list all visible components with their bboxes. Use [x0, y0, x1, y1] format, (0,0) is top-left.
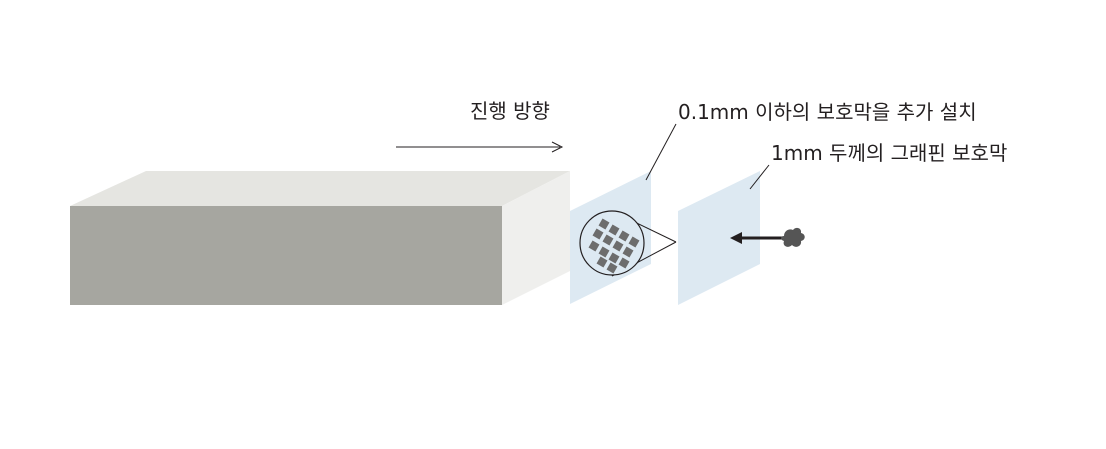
graphene-film-label: 1mm 두께의 그래핀 보호막 — [771, 141, 1007, 165]
graphene-chip — [602, 234, 614, 246]
direction-label: 진행 방향 — [470, 99, 550, 123]
thin-film-leader-line — [645, 123, 677, 181]
block-top-face — [70, 171, 570, 206]
graphene-chip-cluster — [588, 218, 640, 274]
graphene-chip — [588, 240, 600, 252]
graphene-chip — [608, 252, 620, 264]
magnifier-circle — [579, 210, 645, 276]
block — [70, 171, 570, 305]
graphene-chip — [598, 246, 610, 258]
incoming-debris — [730, 227, 805, 247]
direction-arrow — [396, 141, 564, 153]
graphene-protective-film — [678, 171, 760, 305]
graphene-chip — [618, 230, 630, 242]
graphene-chip — [596, 256, 608, 268]
block-front-face — [70, 206, 502, 305]
graphene-chip — [628, 236, 640, 248]
graphene-chip — [622, 246, 634, 258]
graphene-chip — [608, 224, 620, 236]
graphene-chip — [606, 262, 618, 274]
graphene-chip — [618, 257, 630, 269]
graphene-chip — [598, 218, 610, 230]
thin-film-label: 0.1mm 이하의 보호막을 추가 설치 — [678, 100, 977, 124]
magnifier — [579, 210, 677, 277]
graphene-chip — [592, 228, 604, 240]
graphene-chip — [612, 240, 624, 252]
block-side-face — [502, 171, 570, 305]
graphene-film-leader-line — [749, 164, 770, 190]
debris-particle — [781, 227, 805, 247]
